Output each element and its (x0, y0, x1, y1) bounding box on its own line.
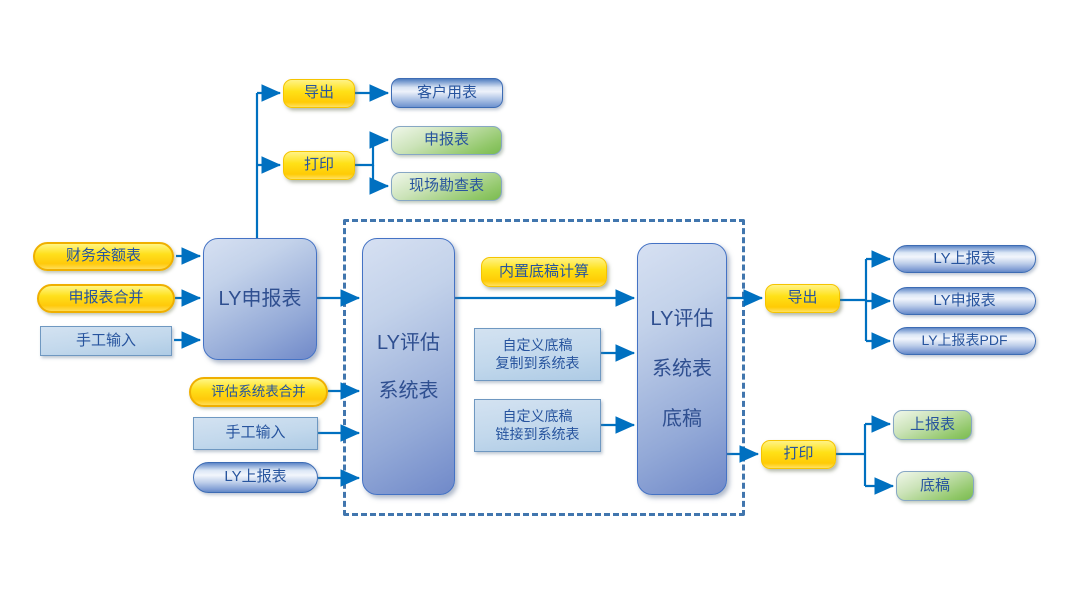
node-ly-report-input: LY上报表 (193, 462, 318, 493)
node-financial-balance: 财务余额表 (33, 242, 174, 271)
node-declaration-merge: 申报表合并 (37, 284, 175, 313)
node-draft-out: 底稿 (896, 471, 974, 501)
node-print-top: 打印 (283, 151, 355, 180)
node-ly-eval-draft: LY评估 系统表 底稿 (637, 243, 727, 495)
node-manual-input-top: 手工输入 (40, 326, 172, 356)
node-custom-draft-copy: 自定义底稿 复制到系统表 (474, 328, 601, 381)
node-custom-draft-link: 自定义底稿 链接到系统表 (474, 399, 601, 452)
node-print-right: 打印 (761, 440, 836, 469)
node-manual-input-bottom: 手工输入 (193, 417, 318, 450)
connector-print-top-to-declaration-form (355, 131, 390, 167)
connector-print-top-to-site-survey (369, 165, 390, 195)
node-ly-declaration-out: LY申报表 (893, 287, 1036, 315)
node-report-form-out: 上报表 (893, 410, 972, 440)
node-ly-report-pdf-out: LY上报表PDF (893, 327, 1036, 355)
node-ly-eval-system: LY评估 系统表 (362, 238, 455, 495)
node-declaration-form: 申报表 (391, 126, 502, 155)
node-ly-declaration: LY申报表 (203, 238, 317, 360)
node-eval-system-merge: 评估系统表合并 (189, 377, 328, 407)
node-site-survey-form: 现场勘查表 (391, 172, 502, 201)
dashed-scope-boundary (343, 219, 745, 516)
node-builtin-draft-calc: 内置底稿计算 (481, 257, 607, 287)
node-export-top: 导出 (283, 79, 355, 108)
node-ly-report-out: LY上报表 (893, 245, 1036, 273)
node-export-right: 导出 (765, 284, 840, 313)
node-customer-table: 客户用表 (391, 78, 503, 108)
